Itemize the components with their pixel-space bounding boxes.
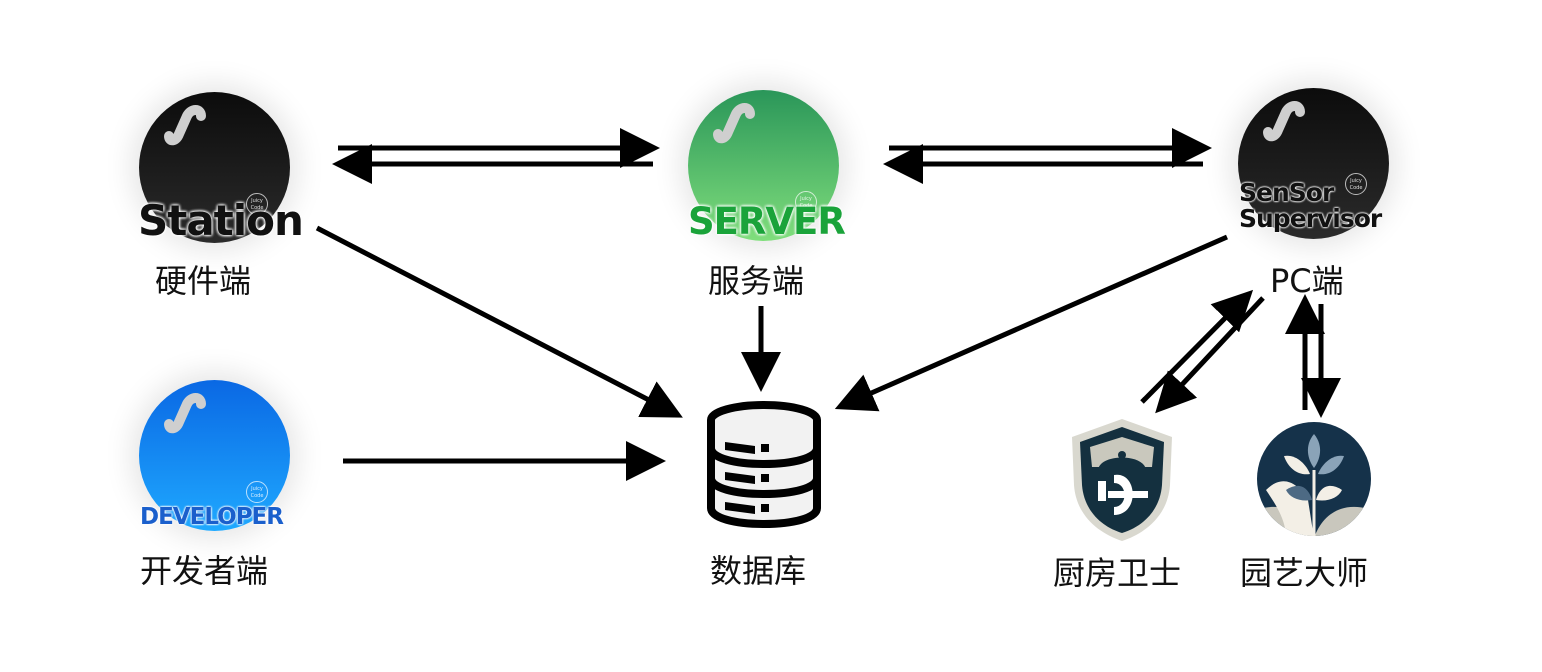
s-mark-icon xyxy=(164,393,206,434)
server-logo: Juicy Code xyxy=(688,90,839,241)
developer-label: 开发者端 xyxy=(140,552,269,590)
juicy-code-badge: Juicy Code xyxy=(1345,173,1367,195)
station-logo: Juicy Code xyxy=(139,92,290,243)
station-label: 硬件端 xyxy=(155,262,252,300)
garden-master-label: 园艺大师 xyxy=(1240,554,1369,592)
arrow-pc-to-database xyxy=(834,234,1229,412)
juicy-code-badge: Juicy Code xyxy=(246,193,268,215)
arrow-station-to-database xyxy=(315,225,683,418)
arrow-pc-to-kitchen xyxy=(1155,296,1265,414)
pc-logo: Juicy Code xyxy=(1238,88,1389,239)
juicy-code-badge: Juicy Code xyxy=(795,191,817,213)
pc-wordmark-line1: SenSor xyxy=(1239,178,1334,207)
plant-hand-icon xyxy=(1257,422,1371,536)
shield-icon xyxy=(1072,419,1172,541)
arrow-kitchen-to-pc xyxy=(1140,289,1254,404)
kitchen-guard-label: 厨房卫士 xyxy=(1053,554,1182,592)
station-wordmark: Station xyxy=(138,196,304,245)
juicy-code-badge: Juicy Code xyxy=(246,481,268,503)
database-icon xyxy=(707,401,821,528)
s-mark-icon xyxy=(164,105,206,146)
server-wordmark: SERVER xyxy=(688,200,846,243)
pc-label: PC端 xyxy=(1270,262,1344,300)
database-label: 数据库 xyxy=(710,552,807,590)
pc-wordmark-line2: Supervisor xyxy=(1239,204,1382,233)
developer-wordmark: DEVELOPER xyxy=(140,504,284,530)
s-mark-icon xyxy=(1263,101,1305,142)
s-mark-icon xyxy=(713,103,755,144)
developer-logo: Juicy Code xyxy=(139,380,290,531)
server-label: 服务端 xyxy=(708,262,805,300)
